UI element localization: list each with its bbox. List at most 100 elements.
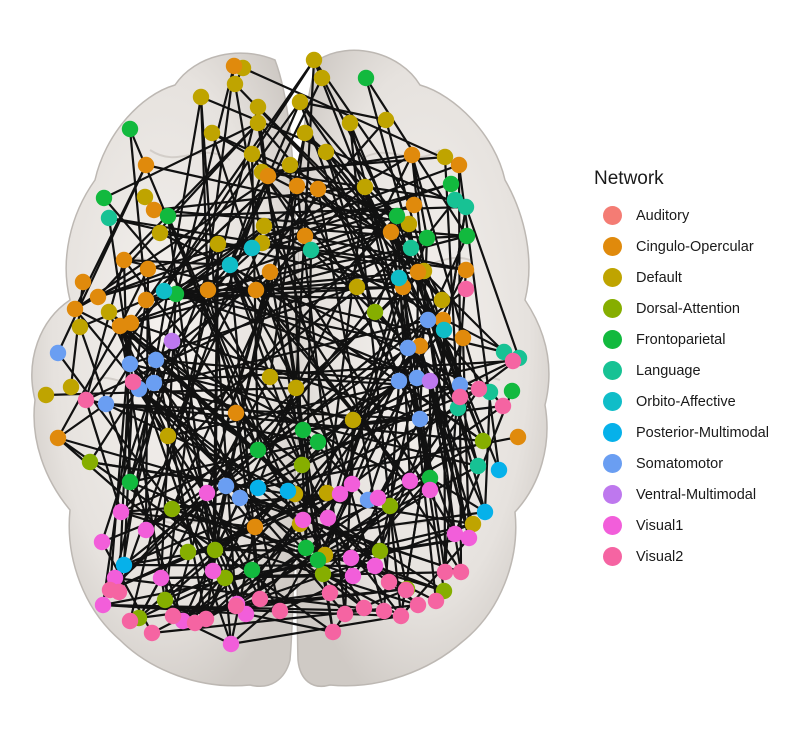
node-posterior-multimodal [115, 556, 133, 574]
node-frontoparietal [418, 229, 436, 247]
edge [73, 163, 292, 311]
legend-item-frontoparietal: Frontoparietal [594, 324, 769, 355]
legend-swatch-frontoparietal [603, 330, 622, 349]
node-dorsal-attention [381, 497, 399, 515]
node-somatomotor [390, 372, 408, 390]
node-visual1 [369, 489, 387, 507]
legend-label-auditory: Auditory [636, 207, 690, 224]
node-default [433, 291, 451, 309]
node-visual2 [494, 397, 512, 415]
node-visual1 [421, 481, 439, 499]
node-orbito-affective [221, 256, 239, 274]
node-language [469, 457, 487, 475]
node-default [291, 93, 309, 111]
node-cingulo-opercular [145, 201, 163, 219]
edge [102, 196, 305, 432]
node-visual1 [366, 557, 384, 575]
node-orbito-affective [435, 321, 453, 339]
edge [228, 263, 304, 467]
node-frontoparietal [159, 207, 177, 225]
node-frontoparietal [421, 469, 439, 487]
edge [104, 402, 485, 443]
edge [205, 491, 262, 601]
node-visual2 [324, 623, 342, 641]
edge [298, 100, 388, 122]
edge [118, 324, 408, 592]
node-cingulo-opercular [259, 167, 277, 185]
node-somatomotor [217, 477, 235, 495]
node-somatomotor [147, 351, 165, 369]
edge [193, 131, 307, 625]
node-visual2 [143, 624, 161, 642]
node-visual1 [343, 475, 361, 493]
edge [107, 216, 264, 245]
node-default [356, 178, 374, 196]
node-default [151, 224, 169, 242]
node-visual1 [137, 521, 155, 539]
legend-swatch-ventral-multimodal [603, 485, 622, 504]
edge [401, 285, 447, 574]
legend-swatch-visual2 [603, 547, 622, 566]
edge [146, 182, 453, 271]
node-visual1 [94, 596, 112, 614]
legend-item-dorsal-attention: Dorsal-Attention [594, 293, 769, 324]
node-dorsal-attention [206, 541, 224, 559]
edge [144, 163, 292, 302]
node-visual2 [470, 380, 488, 398]
node-dorsal-attention [156, 591, 174, 609]
node-visual2 [427, 592, 445, 610]
node-default [261, 368, 279, 386]
node-frontoparietal [121, 473, 139, 491]
node-posterior-multimodal [490, 461, 508, 479]
node-language [100, 209, 118, 227]
node-default [249, 114, 267, 132]
node-cingulo-opercular [137, 156, 155, 174]
legend-label-dorsal-attention: Dorsal-Attention [636, 300, 740, 317]
edge [56, 402, 108, 440]
node-visual2 [227, 597, 245, 615]
node-visual2 [271, 602, 289, 620]
node-visual2 [451, 388, 469, 406]
node-visual1 [331, 485, 349, 503]
node-somatomotor [231, 489, 249, 507]
legend-item-visual1: Visual1 [594, 510, 769, 541]
node-visual1 [294, 511, 312, 529]
legend-label-frontoparietal: Frontoparietal [636, 331, 726, 348]
edge [228, 263, 262, 601]
node-default [192, 88, 210, 106]
node-ventral-multimodal [163, 332, 181, 350]
node-visual1 [204, 562, 222, 580]
node-visual1 [198, 484, 216, 502]
edge [288, 163, 308, 550]
node-language [457, 198, 475, 216]
node-visual2 [457, 280, 475, 298]
edge [238, 496, 463, 574]
edge [96, 163, 461, 299]
legend-swatch-dorsal-attention [603, 299, 622, 318]
edge [170, 339, 217, 552]
node-visual2 [321, 584, 339, 602]
edge [233, 82, 264, 245]
node-cingulo-opercular [115, 251, 133, 269]
edge [376, 439, 485, 500]
legend-item-orbito-affective: Orbito-Affective [594, 386, 769, 417]
legend-swatch-language [603, 361, 622, 380]
node-cingulo-opercular [450, 156, 468, 174]
node-visual2 [436, 563, 454, 581]
node-dorsal-attention [474, 432, 492, 450]
node-default [71, 318, 89, 336]
edge [483, 390, 492, 514]
edge [324, 150, 377, 314]
edge [324, 150, 487, 514]
edge [163, 489, 290, 602]
edge [312, 58, 416, 207]
edge [166, 214, 215, 573]
node-default [62, 378, 80, 396]
node-default [400, 215, 418, 233]
edge [154, 95, 203, 362]
node-somatomotor [121, 355, 139, 373]
legend-swatch-orbito-affective [603, 392, 622, 411]
node-cingulo-opercular [296, 227, 314, 245]
node-visual2 [409, 596, 427, 614]
